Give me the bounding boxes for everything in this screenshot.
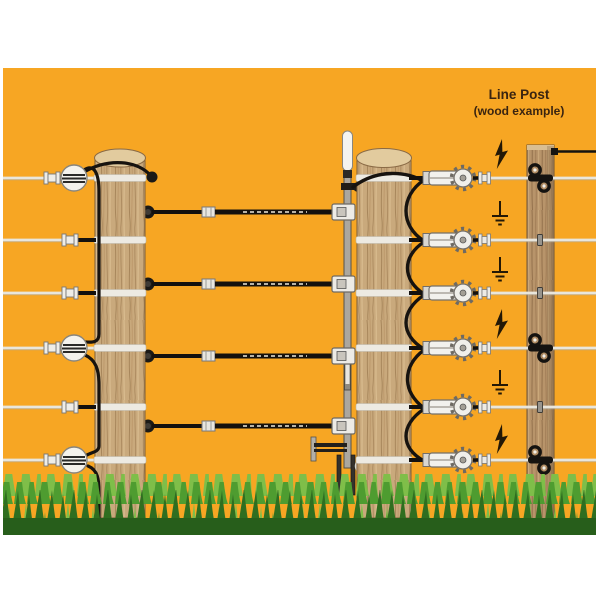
ratchet-tensioner [409,446,491,474]
ratchet-tensioner [409,226,491,254]
lightning-icon [495,309,508,339]
wire-wraps [93,174,147,464]
line-post-fittings [528,163,553,475]
end-post-left [93,148,147,519]
grass [3,474,596,535]
ratchet-tensioner [409,334,491,362]
wrap-around-insulator [528,445,553,475]
lightning-icon [495,424,508,454]
ground-wire-termination [61,233,96,414]
ratchet-tensioner [409,164,491,192]
end-post-right [355,148,413,519]
staple [537,234,543,413]
line-post-label-line2: (wood example) [474,104,565,118]
connector-rod [141,417,356,435]
lightning-icon [495,139,508,169]
pointer-arrow [551,148,596,155]
wrap-around-insulator [528,333,553,363]
ground-icon [492,257,508,282]
insulated-cap [342,130,353,172]
ratchet-tensioner [409,279,491,307]
ground-icon [492,370,508,395]
connector-rod [141,203,356,221]
line-post-label-line1: Line Post [489,87,550,102]
line-post-label: Line Post (wood example) [474,87,565,118]
ground-icon [492,201,508,226]
ratchet-tensioner [409,393,491,421]
hot-wire-termination [43,164,158,474]
post-clamp [341,183,358,190]
ratchet-tensioners [409,164,491,474]
wrap-around-insulator [528,163,553,193]
illustration-background [3,68,596,535]
end-post-left-hardware [43,161,158,524]
polarity-symbols [492,139,508,454]
